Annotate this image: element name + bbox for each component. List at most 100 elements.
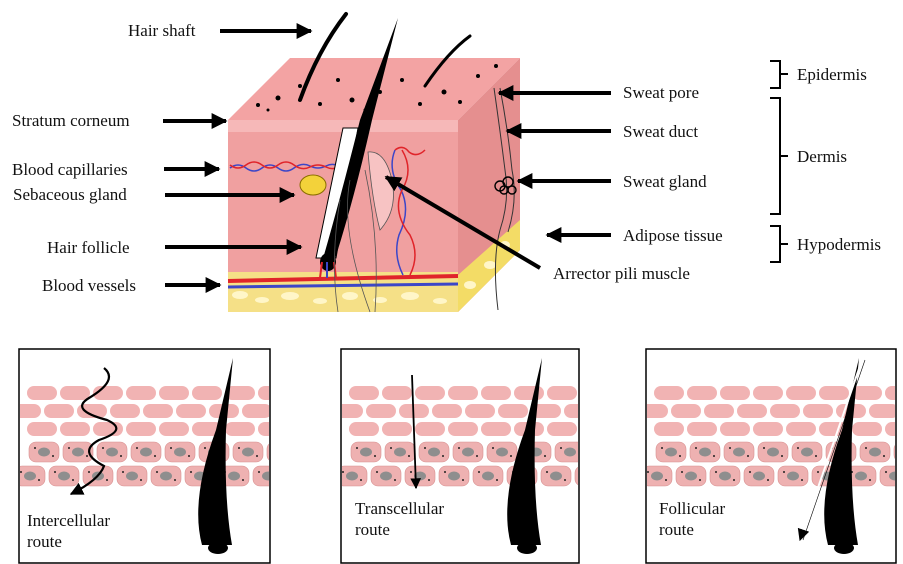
- cell-nucleus: [651, 472, 663, 481]
- hypodermis-bracket: [770, 226, 788, 262]
- cell-nucleus: [889, 472, 901, 481]
- route-label-intercellular: Intercellular route: [27, 510, 110, 553]
- route-line2: route: [659, 519, 725, 540]
- route-line2: route: [27, 531, 110, 552]
- corneocyte: [753, 386, 783, 400]
- corneocyte: [258, 386, 288, 400]
- corneocyte: [110, 404, 140, 418]
- corneocyte: [349, 386, 379, 400]
- corneocyte: [753, 422, 783, 436]
- cell-nucleus: [160, 472, 172, 481]
- dermis-bracket: [770, 98, 788, 214]
- cell-nucleus: [550, 472, 562, 481]
- cell-nucleus: [767, 448, 779, 457]
- corneocyte: [704, 404, 734, 418]
- corneocyte: [481, 386, 511, 400]
- corneocyte: [852, 386, 882, 400]
- corneocyte: [819, 386, 849, 400]
- label-blood-capillaries: Blood capillaries: [12, 161, 128, 178]
- corneocyte: [547, 422, 577, 436]
- cell-nucleus: [685, 472, 697, 481]
- corneocyte: [382, 422, 412, 436]
- cell-nucleus: [72, 448, 84, 457]
- cell-nucleus: [262, 472, 274, 481]
- sebaceous-gland-shape: [300, 175, 326, 195]
- corneocyte: [869, 404, 899, 418]
- cell-nucleus: [346, 472, 358, 481]
- label-stratum-corneum: Stratum corneum: [12, 112, 130, 129]
- corneocyte: [415, 386, 445, 400]
- label-hair-follicle: Hair follicle: [47, 239, 130, 256]
- cell-nucleus: [448, 472, 460, 481]
- corneocyte: [654, 422, 684, 436]
- cell-nucleus: [584, 472, 596, 481]
- epidermis-bracket: [770, 61, 788, 88]
- corneocyte: [448, 422, 478, 436]
- corneocyte: [27, 386, 57, 400]
- corneocyte: [159, 422, 189, 436]
- corneocyte: [159, 386, 189, 400]
- label-adipose-tissue: Adipose tissue: [623, 227, 723, 244]
- cell-nucleus: [174, 448, 186, 457]
- label-arrector-pili-muscle: Arrector pili muscle: [553, 265, 690, 282]
- corneocyte: [720, 386, 750, 400]
- cell-nucleus: [855, 472, 867, 481]
- cell-nucleus: [482, 472, 494, 481]
- layer-brackets: [770, 61, 788, 262]
- corneocyte: [465, 404, 495, 418]
- cell-nucleus: [869, 448, 881, 457]
- cell-nucleus: [699, 448, 711, 457]
- cell-nucleus: [380, 472, 392, 481]
- corneocyte: [333, 404, 363, 418]
- cell-nucleus: [801, 448, 813, 457]
- skin-cell: [267, 442, 297, 462]
- corneocyte: [852, 422, 882, 436]
- corneocyte: [737, 404, 767, 418]
- corneocyte: [60, 422, 90, 436]
- corneocyte: [687, 386, 717, 400]
- label-sweat-gland: Sweat gland: [623, 173, 707, 190]
- corneocyte: [885, 422, 903, 436]
- route-label-follicular: Follicular route: [659, 498, 725, 541]
- cell-nucleus: [496, 448, 508, 457]
- label-sweat-pore: Sweat pore: [623, 84, 699, 101]
- corneocyte: [448, 386, 478, 400]
- cell-nucleus: [126, 472, 138, 481]
- corneocyte: [258, 422, 288, 436]
- corneocyte: [514, 386, 544, 400]
- corneocyte: [770, 404, 800, 418]
- label-sebaceous-gland: Sebaceous gland: [13, 186, 127, 203]
- route-line1: Transcellular: [355, 498, 444, 519]
- corneocyte: [547, 386, 577, 400]
- route-line2: route: [355, 519, 444, 540]
- corneocyte: [366, 404, 396, 418]
- route-line1: Follicular: [659, 498, 725, 519]
- corneocyte: [481, 422, 511, 436]
- cell-nucleus: [394, 448, 406, 457]
- cell-nucleus: [106, 448, 118, 457]
- corneocyte: [225, 422, 255, 436]
- label-blood-vessels: Blood vessels: [42, 277, 136, 294]
- corneocyte: [720, 422, 750, 436]
- corneocyte: [176, 404, 206, 418]
- corneocyte: [93, 422, 123, 436]
- route-label-transcellular: Transcellular route: [355, 498, 444, 541]
- cell-nucleus: [228, 472, 240, 481]
- label-hypodermis: Hypodermis: [797, 236, 881, 253]
- cell-nucleus: [733, 448, 745, 457]
- corneocyte: [60, 386, 90, 400]
- label-sweat-duct: Sweat duct: [623, 123, 698, 140]
- corneocyte: [126, 422, 156, 436]
- cell-nucleus: [242, 448, 254, 457]
- cell-nucleus: [58, 472, 70, 481]
- corneocyte: [654, 386, 684, 400]
- cell-nucleus: [38, 448, 50, 457]
- cell-nucleus: [564, 448, 576, 457]
- corneocyte: [382, 386, 412, 400]
- corneocyte: [349, 422, 379, 436]
- corneocyte: [432, 404, 462, 418]
- corneocyte: [638, 404, 668, 418]
- corneocyte: [671, 404, 701, 418]
- corneocyte: [126, 386, 156, 400]
- corneocyte: [11, 404, 41, 418]
